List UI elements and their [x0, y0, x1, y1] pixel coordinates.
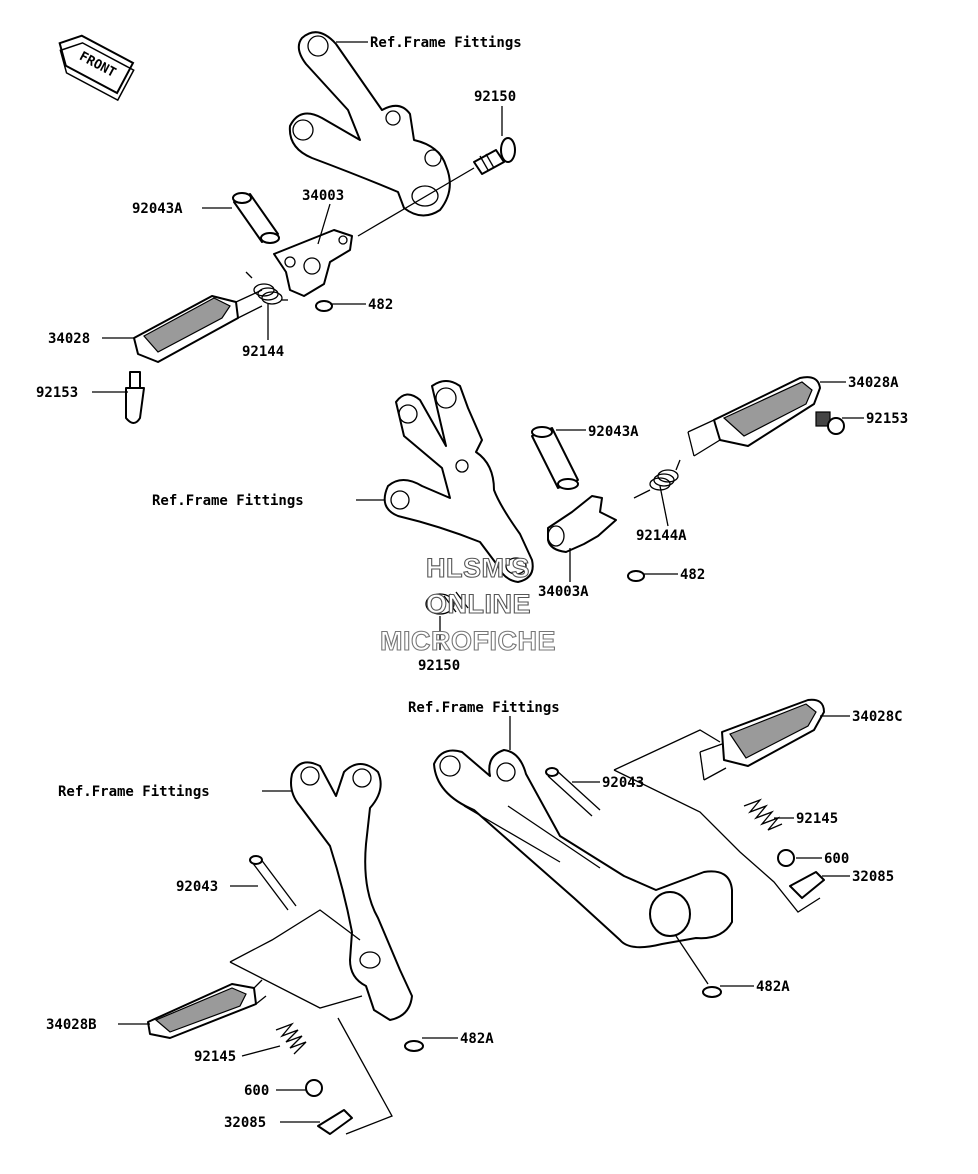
label-34028C: 34028C [852, 709, 903, 725]
label-482-top: 482 [368, 297, 393, 313]
label-92144: 92144 [242, 344, 284, 360]
spring-92144A [633, 459, 681, 499]
bolt-92150-mid [425, 591, 469, 615]
label-92043-left: 92043 [176, 879, 218, 895]
label-34003A: 34003A [538, 584, 589, 600]
footpeg-34028A [687, 376, 821, 457]
lower-left-footpeg-assembly [147, 761, 424, 1135]
front-arrow-icon: FRONT [58, 34, 135, 102]
label-92144A: 92144A [636, 528, 687, 544]
label-92145-right: 92145 [796, 811, 838, 827]
label-32085-right: 32085 [852, 869, 894, 885]
bolt-92153-right [815, 411, 845, 435]
watermark-line1: HLSM'S [426, 553, 530, 583]
peg-holder-34003 [273, 229, 353, 297]
label-600-left: 600 [244, 1083, 269, 1099]
label-34028B: 34028B [46, 1017, 97, 1033]
bolt-92153-left [125, 371, 145, 424]
plate-32085-left [317, 1109, 353, 1135]
watermark-line2: ONLINE [426, 589, 531, 619]
label-482A-right: 482A [756, 979, 790, 995]
part-labels: Ref.Frame Fittings 92150 92043A 34003 48… [36, 35, 908, 1131]
label-600-right: 600 [824, 851, 849, 867]
label-92043A-mid: 92043A [588, 424, 639, 440]
plate-32085-right [789, 871, 825, 899]
label-34028A: 34028A [848, 375, 899, 391]
label-482-mid: 482 [680, 567, 705, 583]
label-34028: 34028 [48, 331, 90, 347]
label-92153-left: 92153 [36, 385, 78, 401]
label-482A-left: 482A [460, 1031, 494, 1047]
label-92150-mid: 92150 [418, 658, 460, 674]
top-footpeg-assembly [125, 31, 516, 424]
washer-482A-left [404, 1040, 424, 1052]
label-92043A-top: 92043A [132, 201, 183, 217]
footpeg-34028 [133, 289, 263, 363]
label-92153-right: 92153 [866, 411, 908, 427]
peg-holder-34003A [547, 495, 617, 553]
label-92043-right: 92043 [602, 775, 644, 791]
spring-92145-left [275, 1022, 307, 1055]
washer-482A-right [702, 986, 722, 998]
spring-92144 [245, 271, 288, 305]
label-92145-left: 92145 [194, 1049, 236, 1065]
pin-92043-right [545, 767, 601, 817]
ball-600-right [777, 849, 795, 867]
washer-482-top [315, 300, 333, 312]
footpeg-34028C [699, 698, 825, 781]
lower-right-footpeg-assembly [433, 698, 825, 998]
washer-482-mid [627, 570, 645, 582]
footpeg-34028B [147, 979, 267, 1039]
pin-92043A-top [232, 192, 280, 244]
label-92150-top: 92150 [474, 89, 516, 105]
watermark-line3: MICROFICHE [380, 626, 556, 656]
leader-lines [92, 41, 864, 1123]
frame-bracket-top [288, 31, 451, 217]
pin-92043-left [249, 855, 297, 911]
label-ref-frame-lower-left: Ref.Frame Fittings [58, 784, 210, 800]
frame-bracket-mid [383, 380, 534, 583]
pin-92043A-mid [531, 426, 579, 490]
bolt-92150-top [473, 137, 516, 175]
label-ref-frame-lower-right: Ref.Frame Fittings [408, 700, 560, 716]
watermark: HLSM'S ONLINE MICROFICHE [379, 552, 556, 656]
spring-92145-right [743, 798, 783, 831]
label-ref-frame-mid: Ref.Frame Fittings [152, 493, 304, 509]
label-32085-left: 32085 [224, 1115, 266, 1131]
label-34003: 34003 [302, 188, 344, 204]
ball-600-left [305, 1079, 323, 1097]
frame-bracket-lower-left [290, 761, 413, 1021]
middle-footpeg-assembly [383, 376, 845, 615]
label-ref-frame-top: Ref.Frame Fittings [370, 35, 522, 51]
